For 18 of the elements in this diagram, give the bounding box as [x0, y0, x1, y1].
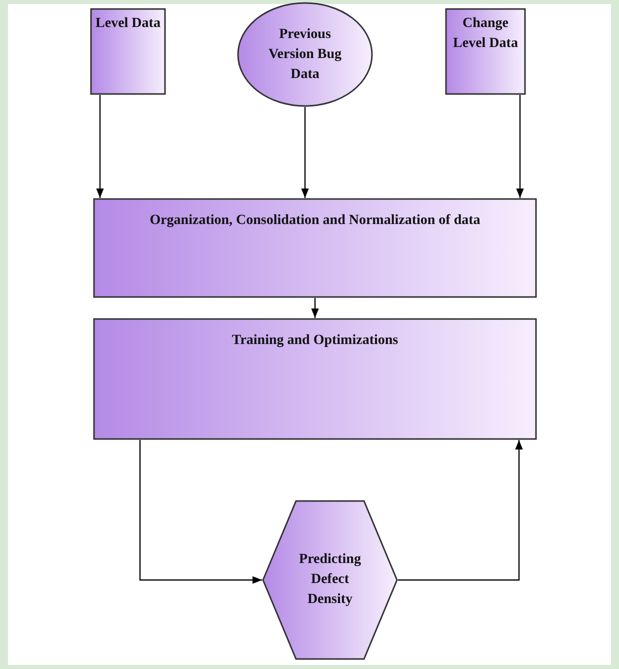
process-box — [93, 198, 537, 298]
arrow — [398, 440, 523, 581]
arrow — [139, 440, 262, 584]
node-label: Previous Version Bug Data — [267, 26, 342, 84]
process-box — [93, 318, 537, 440]
process-box — [90, 8, 166, 95]
arrow — [311, 298, 319, 318]
node-label: Predicting Defect Density — [298, 551, 362, 609]
process-box — [445, 8, 526, 95]
arrow — [96, 95, 104, 198]
node-label: Level Data — [96, 15, 160, 33]
node-label: Change Level Data — [452, 15, 519, 53]
node-label: Organization, Consolidation and Normalization of data — [150, 212, 480, 230]
node-label: Training and Optimizations — [232, 332, 398, 350]
arrow — [301, 107, 309, 198]
output-hexagon — [262, 500, 398, 660]
arrow — [516, 95, 524, 198]
data-ellipse — [237, 2, 373, 107]
